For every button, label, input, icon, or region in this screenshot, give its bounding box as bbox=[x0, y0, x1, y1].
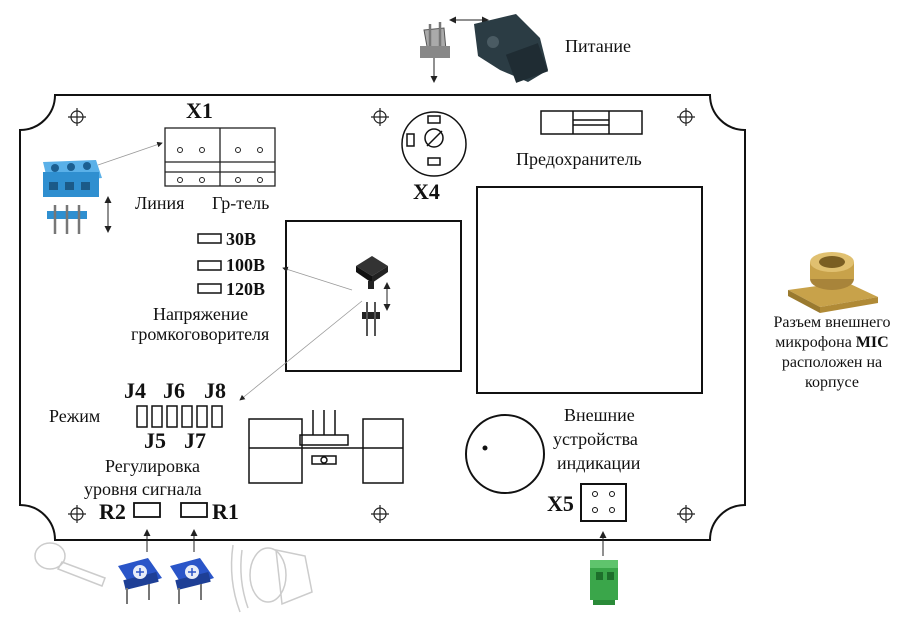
line-label: Линия bbox=[135, 193, 185, 213]
mic-connector-icon bbox=[788, 252, 878, 313]
mic-name: MIC bbox=[855, 334, 889, 351]
mic-note: Разъем внешнего микрофона MIC расположен… bbox=[752, 313, 911, 393]
loudspeaker-faded-icon bbox=[230, 544, 313, 613]
board-outline bbox=[19, 94, 746, 541]
potentiometer-icon bbox=[170, 558, 214, 604]
x5-connector bbox=[580, 483, 627, 522]
mic-note-line1: Разъем внешнего bbox=[773, 314, 891, 331]
green-terminal-icon bbox=[590, 560, 618, 605]
blue-header-icon bbox=[47, 205, 87, 234]
power-plug-icon bbox=[420, 22, 450, 58]
potentiometer-icon bbox=[118, 558, 162, 604]
jumper-detail-box bbox=[285, 220, 462, 372]
x1-label: X1 bbox=[186, 98, 213, 123]
fuse-holder bbox=[540, 110, 643, 135]
r1-label: R1 bbox=[212, 499, 239, 524]
ext-label-line1: Внешние bbox=[564, 405, 635, 425]
level-label-line1: Регулировка bbox=[105, 456, 200, 476]
j5-label: J5 bbox=[144, 428, 166, 453]
level-label-line2: уровня сигнала bbox=[84, 479, 202, 499]
jumper-cap-icon bbox=[356, 256, 388, 289]
speaker-circle bbox=[465, 414, 545, 494]
mic-note-line4: корпусе bbox=[805, 374, 859, 391]
microphone-icon bbox=[34, 542, 106, 587]
pin-header-icon bbox=[362, 302, 380, 336]
x1-terminal bbox=[164, 127, 276, 187]
voltage-30-label: 30В bbox=[226, 229, 257, 249]
mic-note-line2: микрофона MIC bbox=[775, 334, 889, 351]
j6-label: J6 bbox=[163, 378, 185, 403]
x4-label: X4 bbox=[413, 179, 440, 204]
voltage-100-label: 100В bbox=[226, 255, 266, 275]
ext-label-line2: устройства bbox=[553, 429, 638, 449]
ext-label-line3: индикации bbox=[557, 453, 641, 473]
x4-connector bbox=[401, 111, 467, 177]
blue-terminal-icon bbox=[43, 160, 102, 197]
mic-note-line3: расположен на bbox=[781, 354, 883, 371]
voltage-label-line2: громкоговорителя bbox=[131, 324, 270, 344]
voltage-jumper-pads bbox=[197, 233, 222, 294]
power-label: Питание bbox=[565, 36, 631, 56]
voltage-120-label: 120В bbox=[226, 279, 266, 299]
j8-label: J8 bbox=[204, 378, 226, 403]
mode-label: Режим bbox=[49, 406, 101, 426]
j4-label: J4 bbox=[124, 378, 146, 403]
mode-jumper-pads bbox=[136, 405, 223, 428]
j7-label: J7 bbox=[184, 428, 206, 453]
loudspeaker-short-label: Гр-тель bbox=[212, 193, 270, 213]
pot-pads bbox=[133, 502, 208, 518]
voltage-label-line1: Напряжение bbox=[153, 304, 249, 324]
power-socket-icon bbox=[474, 14, 549, 83]
transformer-block bbox=[476, 186, 703, 394]
fuse-label: Предохранитель bbox=[516, 149, 642, 169]
mounting-hole-icon bbox=[68, 108, 695, 523]
x5-label: X5 bbox=[547, 491, 574, 516]
r2-label: R2 bbox=[99, 499, 126, 524]
heatsink bbox=[248, 410, 404, 484]
